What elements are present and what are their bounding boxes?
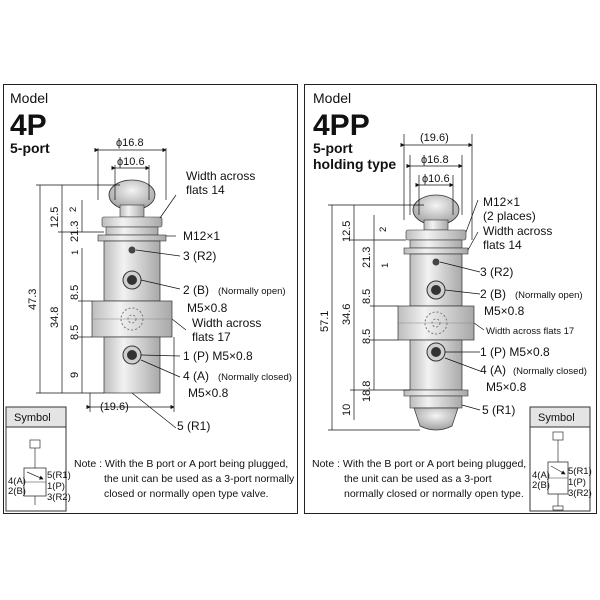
dim-1: 1 bbox=[70, 250, 81, 255]
label-m12: M12×1 bbox=[183, 229, 220, 243]
label-flats-17-line2: flats 17 bbox=[192, 330, 231, 344]
label-a-note: (Normally closed) bbox=[218, 372, 292, 383]
symbol-box-left: Symbol bbox=[5, 406, 67, 512]
dim-8-5-lower-right: 8.5 bbox=[361, 329, 373, 344]
label-a-note-right: (Normally closed) bbox=[513, 366, 587, 377]
label-b-note-right: (Normally open) bbox=[515, 290, 583, 301]
label-r1-right: 5 (R1) bbox=[482, 403, 515, 417]
dim-phi-16-8: ϕ16.8 bbox=[116, 137, 144, 149]
note-line-1: Note : With the B port or A port being p… bbox=[74, 458, 288, 470]
model-label-right: Model bbox=[313, 90, 351, 106]
dim-19-6-right: (19.6) bbox=[420, 132, 449, 144]
label-flats-14-line1: Width across bbox=[186, 169, 255, 183]
dim-34-8: 34.8 bbox=[49, 307, 61, 328]
label-flats-14-right-line1: Width across bbox=[483, 224, 552, 238]
symbol-port-r1-right: 5(R1) bbox=[568, 466, 592, 477]
valve-4pp-illustration bbox=[397, 194, 475, 431]
symbol-port-r2: 3(R2) bbox=[47, 492, 71, 503]
type-label-right: 5-port bbox=[313, 140, 353, 156]
model-name-right: 4PP bbox=[313, 109, 370, 142]
dim-phi-16-8-right: ϕ16.8 bbox=[421, 154, 449, 166]
dim-phi-10-6: ϕ10.6 bbox=[117, 156, 145, 168]
label-m5-a-right: M5×0.8 bbox=[486, 380, 527, 394]
label-r1: 5 (R1) bbox=[177, 419, 210, 433]
note-line-2: the unit can be used as a 3-port normall… bbox=[104, 473, 295, 485]
dim-18-8: 18.8 bbox=[361, 381, 373, 402]
dim-8-5-lower: 8.5 bbox=[69, 325, 81, 340]
label-r2: 3 (R2) bbox=[183, 249, 216, 263]
dimension-lines-right bbox=[328, 134, 485, 431]
label-r2-right: 3 (R2) bbox=[480, 265, 513, 279]
symbol-port-p-right: 1(P) bbox=[568, 477, 586, 488]
dim-2: 2 bbox=[68, 207, 79, 212]
dimension-lines-left bbox=[36, 147, 187, 429]
dim-8-5-upper-right: 8.5 bbox=[361, 289, 373, 304]
symbol-box-right: Symbol bbox=[529, 406, 591, 512]
label-b-note: (Normally open) bbox=[218, 286, 286, 297]
symbol-port-a-right: 4(A) bbox=[532, 470, 550, 481]
dim-19-6: (19.6) bbox=[100, 401, 129, 413]
model-name: 4P bbox=[10, 109, 47, 142]
type-label: 5-port bbox=[10, 140, 50, 156]
model-4pp-panel bbox=[304, 84, 597, 514]
dim-47-3: 47.3 bbox=[27, 289, 39, 310]
symbol-title: Symbol bbox=[14, 412, 51, 424]
label-p-port-right: 1 (P) M5×0.8 bbox=[480, 345, 550, 359]
dim-21-3-right: 21.3 bbox=[361, 247, 373, 268]
dim-8-5-upper: 8.5 bbox=[69, 285, 81, 300]
dim-9: 9 bbox=[69, 372, 81, 378]
dim-phi-10-6-right: ϕ10.6 bbox=[422, 173, 450, 185]
note-right-line-1: Note : With the B port or A port being p… bbox=[312, 458, 526, 470]
label-flats-17-line1: Width across bbox=[192, 316, 261, 330]
label-b-port-right: 2 (B) bbox=[480, 287, 506, 301]
label-flats-14-right-line2: flats 14 bbox=[483, 238, 522, 252]
model-label: Model bbox=[10, 90, 48, 106]
label-flats-17-right: Width across flats 17 bbox=[486, 326, 574, 337]
valve-4p-illustration bbox=[91, 179, 173, 394]
symbol-port-b: 2(B) bbox=[8, 486, 26, 497]
symbol-port-b-right: 2(B) bbox=[532, 480, 550, 491]
label-2-places: (2 places) bbox=[483, 209, 536, 223]
label-m5-b: M5×0.8 bbox=[187, 301, 228, 315]
dim-10: 10 bbox=[341, 404, 353, 416]
symbol-port-r1: 5(R1) bbox=[47, 470, 71, 481]
type-label-right-2: holding type bbox=[313, 156, 396, 172]
symbol-port-r2-right: 3(R2) bbox=[568, 488, 592, 499]
label-a-port-right: 4 (A) bbox=[480, 363, 506, 377]
dim-12-5: 12.5 bbox=[49, 207, 61, 228]
symbol-title-right: Symbol bbox=[538, 412, 575, 424]
note-line-3: closed or normally open type valve. bbox=[104, 488, 269, 500]
note-right-line-2: the unit can be used as a 3-port bbox=[344, 473, 492, 485]
dim-2-right: 2 bbox=[378, 227, 389, 232]
dim-1-right: 1 bbox=[380, 263, 391, 268]
dim-12-5-right: 12.5 bbox=[341, 221, 353, 242]
label-m5-a: M5×0.8 bbox=[188, 386, 229, 400]
label-m12-right: M12×1 bbox=[483, 195, 520, 209]
label-p-port: 1 (P) M5×0.8 bbox=[183, 349, 253, 363]
dim-57-1: 57.1 bbox=[319, 311, 331, 332]
dim-34-6: 34.6 bbox=[341, 304, 353, 325]
dim-21-3: 21.3 bbox=[69, 221, 81, 242]
label-a-port: 4 (A) bbox=[183, 369, 209, 383]
symbol-port-a: 4(A) bbox=[8, 476, 26, 487]
model-4p-panel bbox=[3, 84, 298, 514]
label-flats-14-line2: flats 14 bbox=[186, 183, 225, 197]
label-b-port: 2 (B) bbox=[183, 283, 209, 297]
label-m5-b-right: M5×0.8 bbox=[484, 304, 525, 318]
note-right-line-3: normally closed or normally open type. bbox=[344, 488, 524, 500]
symbol-port-p: 1(P) bbox=[47, 481, 65, 492]
